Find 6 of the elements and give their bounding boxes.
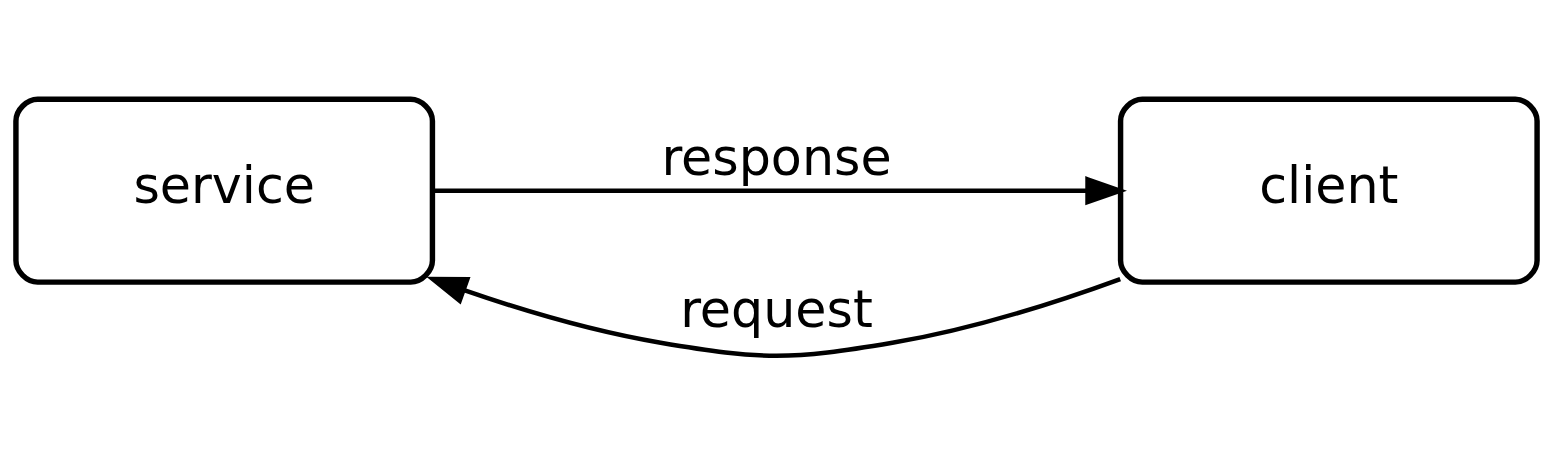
- node-box: client: [1117, 96, 1540, 285]
- edge-label: response: [661, 127, 892, 187]
- edge-label: request: [680, 279, 873, 339]
- arrow: [426, 276, 1121, 358]
- arrow: [432, 175, 1127, 205]
- node-box: service: [13, 96, 436, 285]
